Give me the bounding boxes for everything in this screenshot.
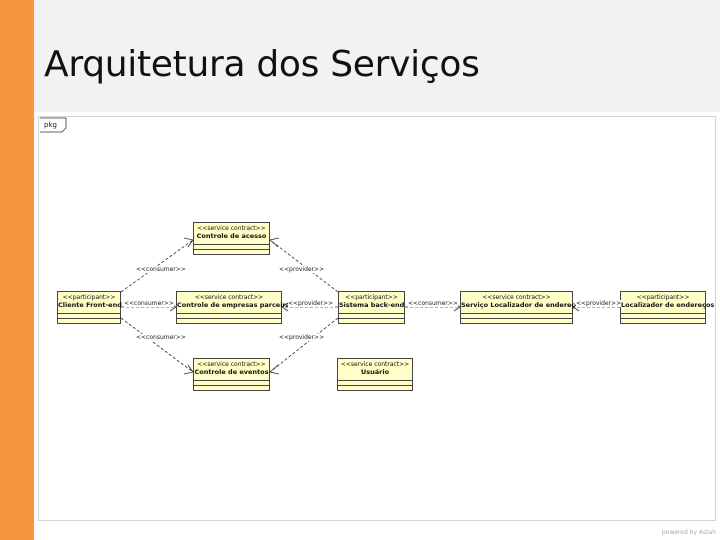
- arrowhead-empresas-right: [281, 302, 289, 312]
- node-stereotype: <<service contract>>: [197, 361, 266, 368]
- node-separator: [461, 318, 572, 319]
- node-name: Serviço Localizador de endereços: [461, 301, 584, 309]
- arrowhead-eventos-right: [269, 364, 280, 375]
- diagram-frame: [38, 116, 716, 521]
- edge-label-consumer: <<consumer>>: [408, 300, 458, 307]
- edge-cliente-eventos: [120, 317, 194, 373]
- node-stereotype: <<participant>>: [636, 294, 690, 301]
- edge-label-consumer: <<consumer>>: [136, 334, 186, 341]
- node-usuario[interactable]: <<service contract>> Usuário: [337, 358, 413, 391]
- node-stereotype: <<service contract>>: [340, 361, 410, 368]
- node-separator: [58, 318, 120, 319]
- node-separator: [338, 385, 412, 386]
- node-separator: [58, 313, 120, 314]
- node-controle-acesso[interactable]: <<service contract>> Controle de acesso: [193, 222, 270, 255]
- node-controle-eventos[interactable]: <<service contract>> Controle de eventos: [193, 358, 270, 391]
- node-name: Cliente Front-end: [58, 301, 122, 309]
- slide-title: Arquitetura dos Serviços: [44, 44, 480, 85]
- node-stereotype: <<service contract>>: [197, 225, 266, 232]
- node-separator: [194, 380, 269, 381]
- node-separator: [339, 318, 404, 319]
- edge-label-provider: <<provider>>: [279, 266, 325, 273]
- node-cliente-front-end[interactable]: <<participant>> Cliente Front-end: [57, 291, 122, 324]
- frame-label: pkg: [44, 121, 57, 129]
- edge-label-consumer: <<consumer>>: [136, 266, 186, 273]
- edge-label-provider: <<provider>>: [576, 300, 622, 307]
- node-name: Controle de empresas parceiras: [177, 301, 294, 309]
- node-name: Usuário: [360, 368, 390, 376]
- arrowhead-acesso-left: [183, 237, 194, 248]
- node-separator: [461, 313, 572, 314]
- node-name: Localizador de endereços: [621, 301, 715, 309]
- node-stereotype: <<participant>>: [62, 294, 116, 301]
- node-sistema-back-end[interactable]: <<participant>> Sistema back-end: [338, 291, 405, 324]
- node-stereotype: <<participant>>: [345, 294, 398, 301]
- node-separator: [194, 244, 269, 245]
- edge-label-provider: <<provider>>: [279, 334, 325, 341]
- node-separator: [338, 380, 412, 381]
- footer-credit: powered by Astah: [661, 529, 716, 536]
- edge-backend-eventos: [269, 317, 339, 373]
- node-stereotype: <<service contract>>: [482, 294, 551, 301]
- node-controle-empresas[interactable]: <<service contract>> Controle de empresa…: [176, 291, 294, 324]
- node-stereotype: <<service contract>>: [194, 294, 264, 301]
- node-name: Controle de eventos: [194, 368, 269, 376]
- node-name: Controle de acesso: [196, 232, 267, 240]
- node-servico-localizador[interactable]: <<service contract>> Serviço Localizador…: [460, 291, 584, 324]
- node-separator: [339, 313, 404, 314]
- node-separator: [194, 385, 269, 386]
- node-name: Sistema back-end: [339, 301, 405, 309]
- node-separator: [621, 318, 705, 319]
- pkg-tab-outline: [40, 117, 67, 133]
- node-localizador-enderecos[interactable]: <<participant>> Localizador de endereços: [620, 291, 715, 324]
- edge-label-provider: <<provider>>: [288, 300, 334, 307]
- arrowhead-acesso-right: [269, 237, 280, 248]
- node-separator: [194, 249, 269, 250]
- edge-label-consumer: <<consumer>>: [124, 300, 174, 307]
- node-separator: [177, 318, 281, 319]
- title-band: [34, 0, 720, 112]
- node-separator: [621, 313, 705, 314]
- node-separator: [177, 313, 281, 314]
- accent-bar: [0, 0, 34, 540]
